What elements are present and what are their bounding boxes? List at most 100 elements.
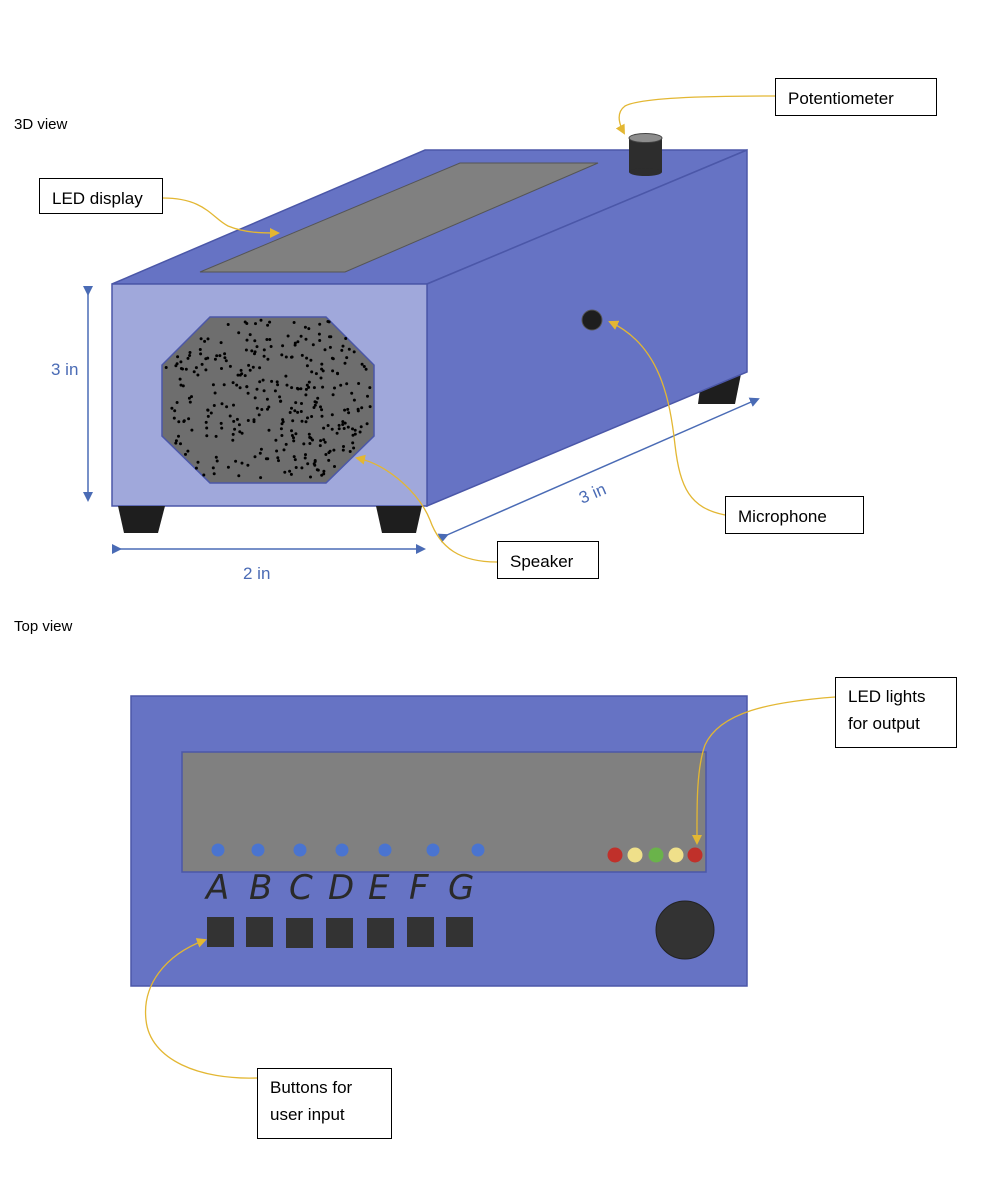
speaker-hole (246, 391, 250, 395)
speaker-hole (360, 406, 364, 410)
led-light (668, 847, 684, 863)
speaker-hole (280, 353, 284, 357)
speaker-hole (304, 337, 308, 341)
speaker-hole (223, 352, 227, 356)
speaker-hole (336, 372, 340, 376)
speaker-hole (237, 423, 241, 427)
speaker-hole (268, 338, 272, 341)
speaker-hole (311, 343, 315, 347)
potentiometer-connector (615, 95, 776, 135)
speaker-hole (238, 373, 242, 377)
speaker-hole (318, 444, 322, 448)
speaker-hole (339, 383, 343, 387)
speaker-hole (266, 407, 269, 411)
input-button (207, 917, 234, 947)
speaker-hole (342, 427, 346, 430)
speaker-hole (328, 345, 332, 349)
speaker-hole (307, 380, 311, 384)
speaker-hole (351, 433, 355, 437)
speaker-hole (177, 420, 181, 424)
speaker-hole (327, 458, 331, 462)
speaker-hole (252, 418, 256, 422)
speaker-hole (174, 364, 178, 368)
speaker-hole (220, 426, 224, 430)
speaker-hole (328, 449, 332, 453)
speaker-hole (352, 398, 356, 402)
speaker-hole (320, 362, 324, 366)
note-indicator-dots (211, 843, 485, 857)
speaker-hole (309, 358, 313, 362)
speaker-hole (188, 354, 192, 357)
speaker-hole (295, 386, 299, 390)
button-letter-a: A (206, 868, 230, 908)
speaker-connector (355, 454, 498, 563)
speaker-hole (205, 426, 209, 430)
speaker-hole (281, 344, 285, 348)
front-foot-right (376, 506, 422, 533)
speaker-hole (262, 354, 266, 358)
speaker-hole (253, 352, 256, 356)
front-foot-left (118, 506, 165, 533)
speaker-hole (284, 442, 288, 446)
top-view-knob (655, 900, 715, 960)
speaker-hole (214, 455, 218, 459)
speaker-hole (258, 366, 262, 370)
speaker-hole (303, 456, 307, 460)
speaker-hole (270, 379, 274, 383)
speaker-hole (283, 470, 287, 474)
speaker-hole (235, 417, 239, 421)
speaker-hole (239, 368, 243, 372)
note-indicator-dot (211, 843, 225, 857)
speaker-hole (196, 460, 200, 464)
speaker-hole (293, 458, 297, 462)
speaker-hole (206, 408, 210, 412)
speaker-hole (220, 402, 224, 406)
speaker-hole (255, 406, 259, 410)
speaker-hole (187, 396, 191, 400)
speaker-hole (238, 430, 242, 434)
speaker-hole (231, 438, 235, 442)
input-button (246, 917, 273, 947)
speaker-hole (347, 411, 351, 415)
speaker-hole (320, 473, 324, 477)
speaker-hole (194, 366, 198, 370)
speaker-hole (294, 401, 298, 405)
note-indicator-dot (335, 843, 349, 857)
speaker-hole (302, 442, 306, 446)
depth-dimension-arrow (437, 397, 760, 543)
speaker-hole (170, 406, 174, 410)
speaker-hole (293, 409, 297, 413)
speaker-hole (240, 431, 244, 435)
speaker-hole (318, 322, 322, 326)
width-dimension-label: 2 in (243, 564, 271, 583)
speaker-hole (289, 472, 293, 476)
speaker-hole (341, 344, 345, 348)
input-buttons (207, 917, 473, 948)
speaker-hole (326, 424, 330, 427)
speaker-hole (312, 386, 316, 390)
led-light (607, 847, 623, 863)
speaker-hole (186, 449, 190, 453)
speaker-hole (274, 438, 278, 442)
button-letter-d: D (328, 868, 355, 908)
speaker-hole (266, 323, 270, 327)
speaker-hole (215, 459, 219, 463)
speaker-hole (346, 407, 350, 411)
speaker-hole (259, 476, 263, 480)
speaker-hole (299, 410, 303, 413)
led-light (687, 847, 703, 863)
speaker-hole (240, 461, 244, 465)
speaker-hole (238, 386, 242, 390)
speaker-hole (320, 408, 324, 412)
speaker-hole (346, 425, 350, 429)
speaker-hole (320, 367, 324, 371)
speaker-hole (340, 348, 344, 352)
speaker-hole (255, 387, 259, 391)
note-indicator-dot (426, 843, 440, 857)
speaker-hole (351, 441, 355, 445)
speaker-hole (323, 440, 327, 444)
speaker-hole (275, 380, 279, 384)
speaker-hole (257, 413, 261, 417)
speaker-hole (352, 446, 356, 450)
